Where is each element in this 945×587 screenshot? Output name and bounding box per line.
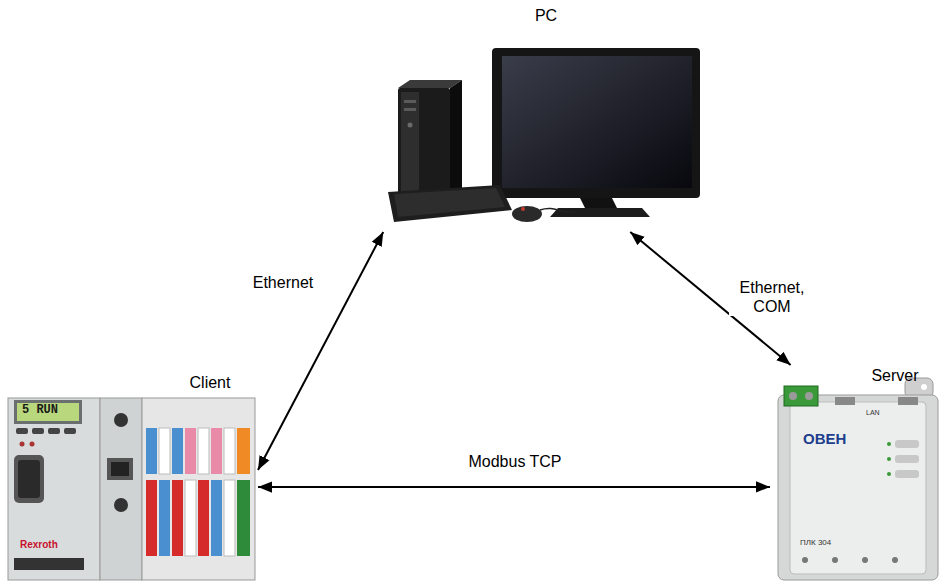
server-illustration: [784, 386, 818, 406]
device-name: PC: [535, 7, 557, 25]
pc-illustration: [492, 48, 700, 198]
link-label: Ethernet, COM: [729, 278, 815, 316]
plc-illustration: [30, 442, 35, 447]
pc-illustration: [398, 88, 450, 200]
plc-illustration: [142, 398, 255, 580]
plc-illustration: [48, 428, 60, 434]
plc-illustration: [100, 398, 142, 580]
device-marking: 5 RUN: [22, 404, 58, 418]
pc-illustration: [521, 207, 525, 211]
plc-illustration: [198, 480, 209, 556]
plc-illustration: [159, 428, 170, 474]
plc-illustration: [114, 498, 128, 512]
server-illustration: [778, 378, 938, 580]
plc-illustration: [224, 428, 235, 474]
device-marking: LAN: [866, 409, 880, 417]
server-illustration: [802, 557, 808, 563]
pc-illustration: [512, 206, 542, 222]
plc-illustration: [224, 480, 235, 556]
plc-illustration: [14, 455, 44, 503]
server-illustration: [805, 392, 813, 400]
link-label: Modbus TCP: [465, 452, 564, 471]
server-illustration: [892, 557, 898, 563]
server-illustration: [898, 397, 918, 405]
pc-illustration: [540, 208, 575, 212]
plc-illustration: [146, 428, 157, 474]
server-illustration: [832, 557, 838, 563]
plc-illustration: [237, 428, 250, 474]
plc-illustration: [16, 428, 28, 434]
server-illustration: [835, 397, 855, 405]
plc-illustration: [14, 400, 82, 424]
plc-illustration: [14, 558, 84, 570]
device-name: Server: [871, 367, 918, 385]
plc-illustration: [159, 480, 170, 556]
server-illustration: [778, 395, 938, 580]
plc-illustration: [211, 480, 222, 556]
plc-illustration: [237, 480, 250, 556]
server-illustration: [862, 557, 868, 563]
server-illustration: [789, 392, 797, 400]
device-node: Server: [770, 365, 942, 582]
pc-illustration: [394, 188, 505, 217]
pc-illustration: [404, 108, 416, 111]
plc-illustration: [114, 413, 128, 427]
plc-illustration: [185, 480, 196, 556]
device-node: PC: [380, 5, 705, 232]
pc-illustration: [404, 100, 416, 103]
server-illustration: [887, 472, 891, 476]
plc-illustration: [111, 462, 129, 476]
plc-illustration: [107, 458, 133, 480]
server-illustration: [887, 457, 891, 461]
plc-illustration: [211, 428, 222, 474]
plc-illustration: [172, 428, 183, 474]
pc-illustration: [388, 185, 512, 222]
server-illustration: [895, 470, 919, 478]
pc-illustration: [401, 92, 419, 196]
plc-illustration: [198, 428, 209, 474]
plc-illustration: [8, 398, 255, 580]
pc-illustration: [450, 80, 462, 200]
pc-illustration: [550, 208, 650, 217]
device-marking: ПЛК 304: [800, 538, 831, 547]
plc-illustration: [185, 428, 196, 474]
plc-illustration: [8, 398, 100, 580]
plc-illustration: [172, 480, 183, 556]
plc-illustration: [146, 480, 157, 556]
device-name: Client: [190, 374, 231, 392]
server-illustration: [895, 440, 919, 448]
pc-illustration: [502, 56, 692, 188]
server-illustration: [887, 442, 891, 446]
server-illustration: [921, 384, 927, 390]
plc-illustration: [32, 428, 44, 434]
server-illustration: [895, 455, 919, 463]
plc-illustration: [17, 403, 79, 421]
pc-illustration: [388, 48, 700, 222]
plc-illustration: [18, 460, 40, 498]
server-illustration: [790, 402, 926, 574]
device-marking: Rexroth: [20, 539, 58, 551]
link-arrow: [258, 486, 770, 488]
plc-illustration: [64, 428, 76, 434]
plc-illustration: [20, 442, 25, 447]
link-arrow: [258, 232, 383, 470]
link-label: Ethernet: [250, 273, 316, 292]
device-marking: ОВЕН: [803, 430, 846, 447]
pc-illustration: [408, 123, 413, 128]
